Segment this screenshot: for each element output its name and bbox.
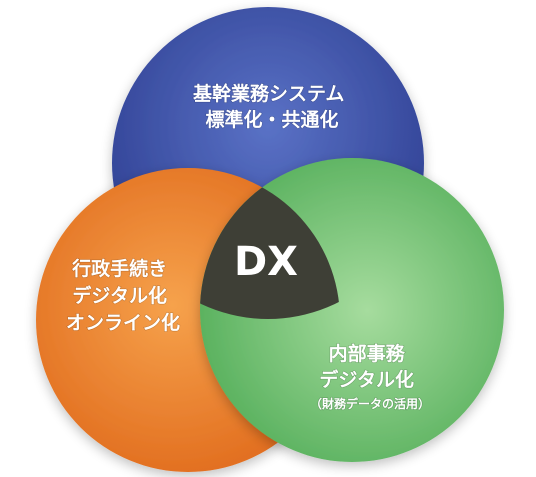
orange-label-line3: オンライン化 [66, 311, 180, 334]
green-label-line2: デジタル化 [319, 368, 414, 391]
green-circle-label: 内部事務 デジタル化 （財務データの活用） [310, 342, 430, 411]
green-label-line1: 内部事務 [329, 342, 406, 365]
orange-label-line1: 行政手続き [71, 257, 167, 280]
green-label-line3: （財務データの活用） [310, 396, 430, 411]
blue-circle-label: 基幹業務システム 標準化・共通化 [192, 82, 351, 131]
blue-label-line2: 標準化・共通化 [205, 108, 338, 131]
center-label: DX [234, 239, 298, 285]
orange-circle-label: 行政手続き デジタル化 オンライン化 [66, 257, 180, 334]
center-intersection [200, 168, 340, 319]
blue-label-line1: 基幹業務システム [192, 82, 344, 105]
orange-label-line2: デジタル化 [72, 284, 167, 307]
